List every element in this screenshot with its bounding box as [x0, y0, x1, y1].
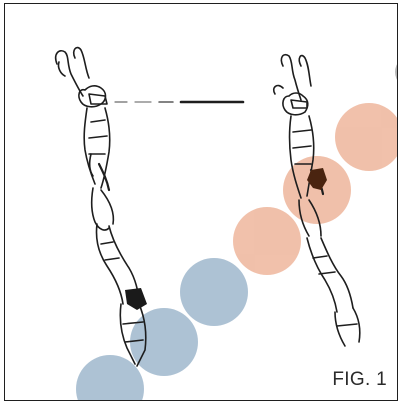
circle-peach-3: [335, 103, 397, 171]
circle-blue-1: [76, 355, 144, 400]
diver-right: [272, 53, 361, 347]
circle-gray: [395, 64, 397, 80]
diver-illustration: [54, 46, 397, 400]
circle-blue-3: [180, 258, 248, 326]
diver-left: [54, 46, 147, 367]
figure-frame: FIG. 1: [4, 3, 398, 401]
circle-chain: [76, 64, 397, 400]
figure-label: FIG. 1: [332, 369, 387, 390]
diver-right-detail: [307, 168, 327, 190]
circle-peach-1: [233, 207, 301, 275]
diver-left-detail: [125, 288, 147, 310]
circle-blue-2: [130, 308, 198, 376]
